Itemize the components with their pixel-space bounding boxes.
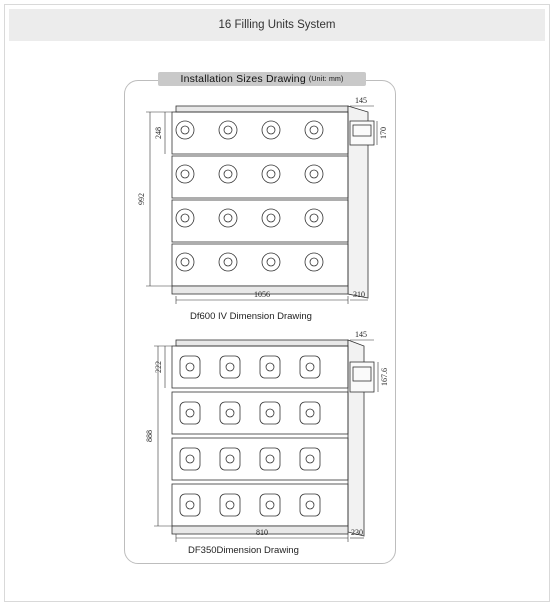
df350-pumps [179,355,321,517]
pump-head-icon [299,401,321,425]
pump-head-icon [304,208,324,228]
pump-head-icon [175,208,195,228]
pump-head-icon [179,447,201,471]
df350-controller-width-label: 145 [355,330,367,339]
df600-cabinet [171,105,375,299]
page-title: 16 Filling Units System [218,19,336,31]
df600-controller-width-label: 145 [355,96,367,105]
pump-head-icon [219,401,241,425]
pump-head-icon [304,120,324,140]
pump-head-icon [219,355,241,379]
pump-head-icon [179,493,201,517]
panel-title-text: Installation Sizes Drawing [180,73,306,85]
pump-head-icon [218,164,238,184]
pump-head-icon [261,120,281,140]
pump-head-icon [179,401,201,425]
pump-head-icon [179,355,201,379]
df600-depth-label: 310 [353,290,365,299]
df600-height-label: 992 [137,193,146,205]
pump-head-icon [259,447,281,471]
pump-head-icon [261,252,281,272]
pump-head-icon [218,252,238,272]
df350-cabinet [171,339,375,537]
pump-head-icon [219,493,241,517]
df350-depth-label: 230 [351,528,363,537]
df350-controller-height-label: 167.6 [380,368,389,386]
df600-caption: Df600 IV Dimension Drawing [190,311,312,322]
df350-row-height-label: 222 [154,361,163,373]
unit-note: (Unit: mm) [308,75,344,83]
df350-caption: DF350Dimension Drawing [188,545,299,556]
pump-head-icon [259,493,281,517]
pump-head-icon [175,252,195,272]
pump-head-icon [175,120,195,140]
pump-head-icon [259,355,281,379]
pump-head-icon [218,120,238,140]
pump-head-icon [259,401,281,425]
pump-head-icon [299,355,321,379]
df600-pumps [175,120,324,272]
df350-height-label: 888 [145,430,154,442]
pump-head-icon [261,164,281,184]
df600-dimension-lines [146,105,378,304]
page-header: 16 Filling Units System [9,9,545,41]
content-frame [4,4,550,602]
df350-dimension-lines [154,339,379,542]
pump-head-icon [299,447,321,471]
pump-head-icon [219,447,241,471]
df600-row-height-label: 248 [154,127,163,139]
df600-controller-height-label: 170 [379,127,388,139]
df600-width-label: 1056 [254,290,270,299]
pump-head-icon [175,164,195,184]
df350-width-label: 810 [256,528,268,537]
pump-head-icon [261,208,281,228]
pump-head-icon [304,252,324,272]
pump-head-icon [304,164,324,184]
pump-head-icon [299,493,321,517]
pump-head-icon [218,208,238,228]
panel-title: Installation Sizes Drawing (Unit: mm) [158,72,366,86]
